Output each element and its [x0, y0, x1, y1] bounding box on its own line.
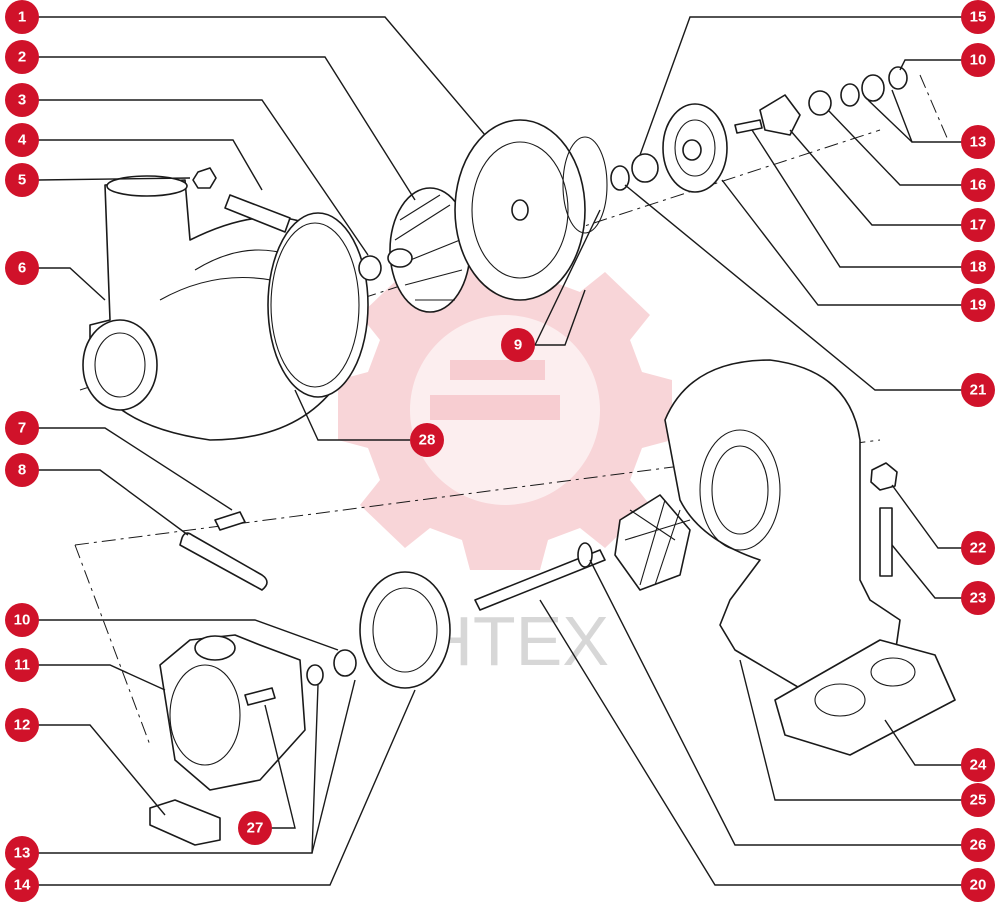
- label-badge-4: 4: [5, 123, 39, 157]
- svg-text:10: 10: [14, 612, 31, 629]
- label-badge-7: 7: [5, 411, 39, 445]
- label-badge-22: 22: [961, 531, 995, 565]
- svg-text:23: 23: [970, 590, 987, 607]
- label-badge-27: 27: [238, 811, 272, 845]
- svg-text:4: 4: [18, 132, 27, 149]
- ring-13-lower: [306, 664, 324, 686]
- svg-text:16: 16: [970, 177, 987, 194]
- svg-text:20: 20: [970, 877, 987, 894]
- lever-8: [179, 532, 268, 591]
- svg-text:12: 12: [14, 717, 31, 734]
- nut-5: [192, 167, 217, 189]
- svg-text:13: 13: [970, 134, 987, 151]
- label-badge-8: 8: [5, 453, 39, 487]
- svg-text:2: 2: [18, 49, 26, 66]
- o-ring: [270, 222, 360, 388]
- svg-text:13: 13: [14, 845, 31, 862]
- seal-ring: [610, 165, 630, 191]
- label-badge-9: 9: [501, 328, 535, 362]
- svg-text:11: 11: [14, 657, 30, 674]
- svg-text:22: 22: [970, 540, 987, 557]
- svg-text:17: 17: [970, 217, 987, 234]
- label-badge-13-lower: 13: [5, 836, 39, 870]
- label-badge-18: 18: [961, 250, 995, 284]
- stud-23: [879, 507, 893, 577]
- bearing-housing: [159, 634, 306, 791]
- label-badge-14: 14: [5, 868, 39, 902]
- svg-text:14: 14: [14, 877, 31, 894]
- label-badge-6: 6: [5, 251, 39, 285]
- label-badge-25: 25: [961, 783, 995, 817]
- leader-lines: [37, 16, 962, 886]
- nut-3: [358, 255, 382, 281]
- label-badge-21: 21: [961, 373, 995, 407]
- label-badge-3: 3: [5, 83, 39, 117]
- left-axis-line: [74, 544, 151, 746]
- svg-text:3: 3: [18, 92, 26, 109]
- spacer-sleeve: [631, 153, 659, 183]
- svg-text:15: 15: [970, 9, 987, 26]
- bearing-10-lower: [333, 649, 357, 677]
- svg-text:10: 10: [970, 52, 987, 69]
- ring-upper: [888, 66, 908, 90]
- oil-gasket: [149, 799, 221, 846]
- svg-text:5: 5: [18, 172, 26, 189]
- label-badge-13-upper: 13: [961, 125, 995, 159]
- ring-13-upper: [840, 83, 860, 107]
- thrust-bearing-plate: [662, 103, 728, 193]
- label-badge-1: 1: [5, 0, 39, 34]
- svg-text:9: 9: [514, 337, 522, 354]
- clamp-bolt: [224, 194, 291, 233]
- label-badge-17: 17: [961, 208, 995, 242]
- turbine-shaft-wheel: [474, 494, 691, 611]
- svg-text:26: 26: [970, 837, 987, 854]
- turbine-housing: [664, 359, 901, 701]
- turbine-gasket: [774, 639, 956, 756]
- label-badge-5: 5: [5, 163, 39, 197]
- svg-text:21: 21: [970, 382, 987, 399]
- clamp-ring: [267, 212, 369, 398]
- nut-22: [870, 462, 898, 491]
- right-axis-line: [919, 74, 949, 141]
- svg-text:6: 6: [18, 260, 26, 277]
- screw-18: [734, 119, 763, 134]
- svg-text:18: 18: [970, 259, 987, 276]
- label-badge-26: 26: [961, 828, 995, 862]
- label-badge-15: 15: [961, 0, 995, 34]
- label-badge-23: 23: [961, 581, 995, 615]
- thrust-plate: [759, 94, 801, 136]
- label-badge-11: 11: [5, 648, 39, 682]
- svg-text:28: 28: [419, 432, 436, 449]
- svg-text:27: 27: [247, 820, 264, 837]
- svg-text:8: 8: [18, 462, 26, 479]
- bolt-7: [214, 511, 246, 531]
- label-badge-20: 20: [961, 868, 995, 902]
- compressor-wheel: [387, 187, 471, 313]
- svg-text:7: 7: [18, 420, 26, 437]
- label-badge-10-lower: 10: [5, 603, 39, 637]
- compressor-backplate: [454, 119, 608, 301]
- svg-text:25: 25: [970, 792, 987, 809]
- label-badge-28: 28: [410, 423, 444, 457]
- label-badge-19: 19: [961, 288, 995, 322]
- bolt-27: [244, 687, 276, 706]
- bearing-10-upper: [861, 74, 885, 102]
- svg-text:19: 19: [970, 297, 987, 314]
- bearing-16: [808, 90, 832, 116]
- label-badge-2: 2: [5, 40, 39, 74]
- label-badge-24: 24: [961, 748, 995, 782]
- watermark-logo: [338, 250, 672, 570]
- label-badge-12: 12: [5, 708, 39, 742]
- heat-shield: [359, 571, 451, 689]
- label-badge-10-upper: 10: [961, 43, 995, 77]
- svg-text:1: 1: [18, 9, 26, 26]
- label-badge-16: 16: [961, 168, 995, 202]
- svg-text:24: 24: [970, 757, 987, 774]
